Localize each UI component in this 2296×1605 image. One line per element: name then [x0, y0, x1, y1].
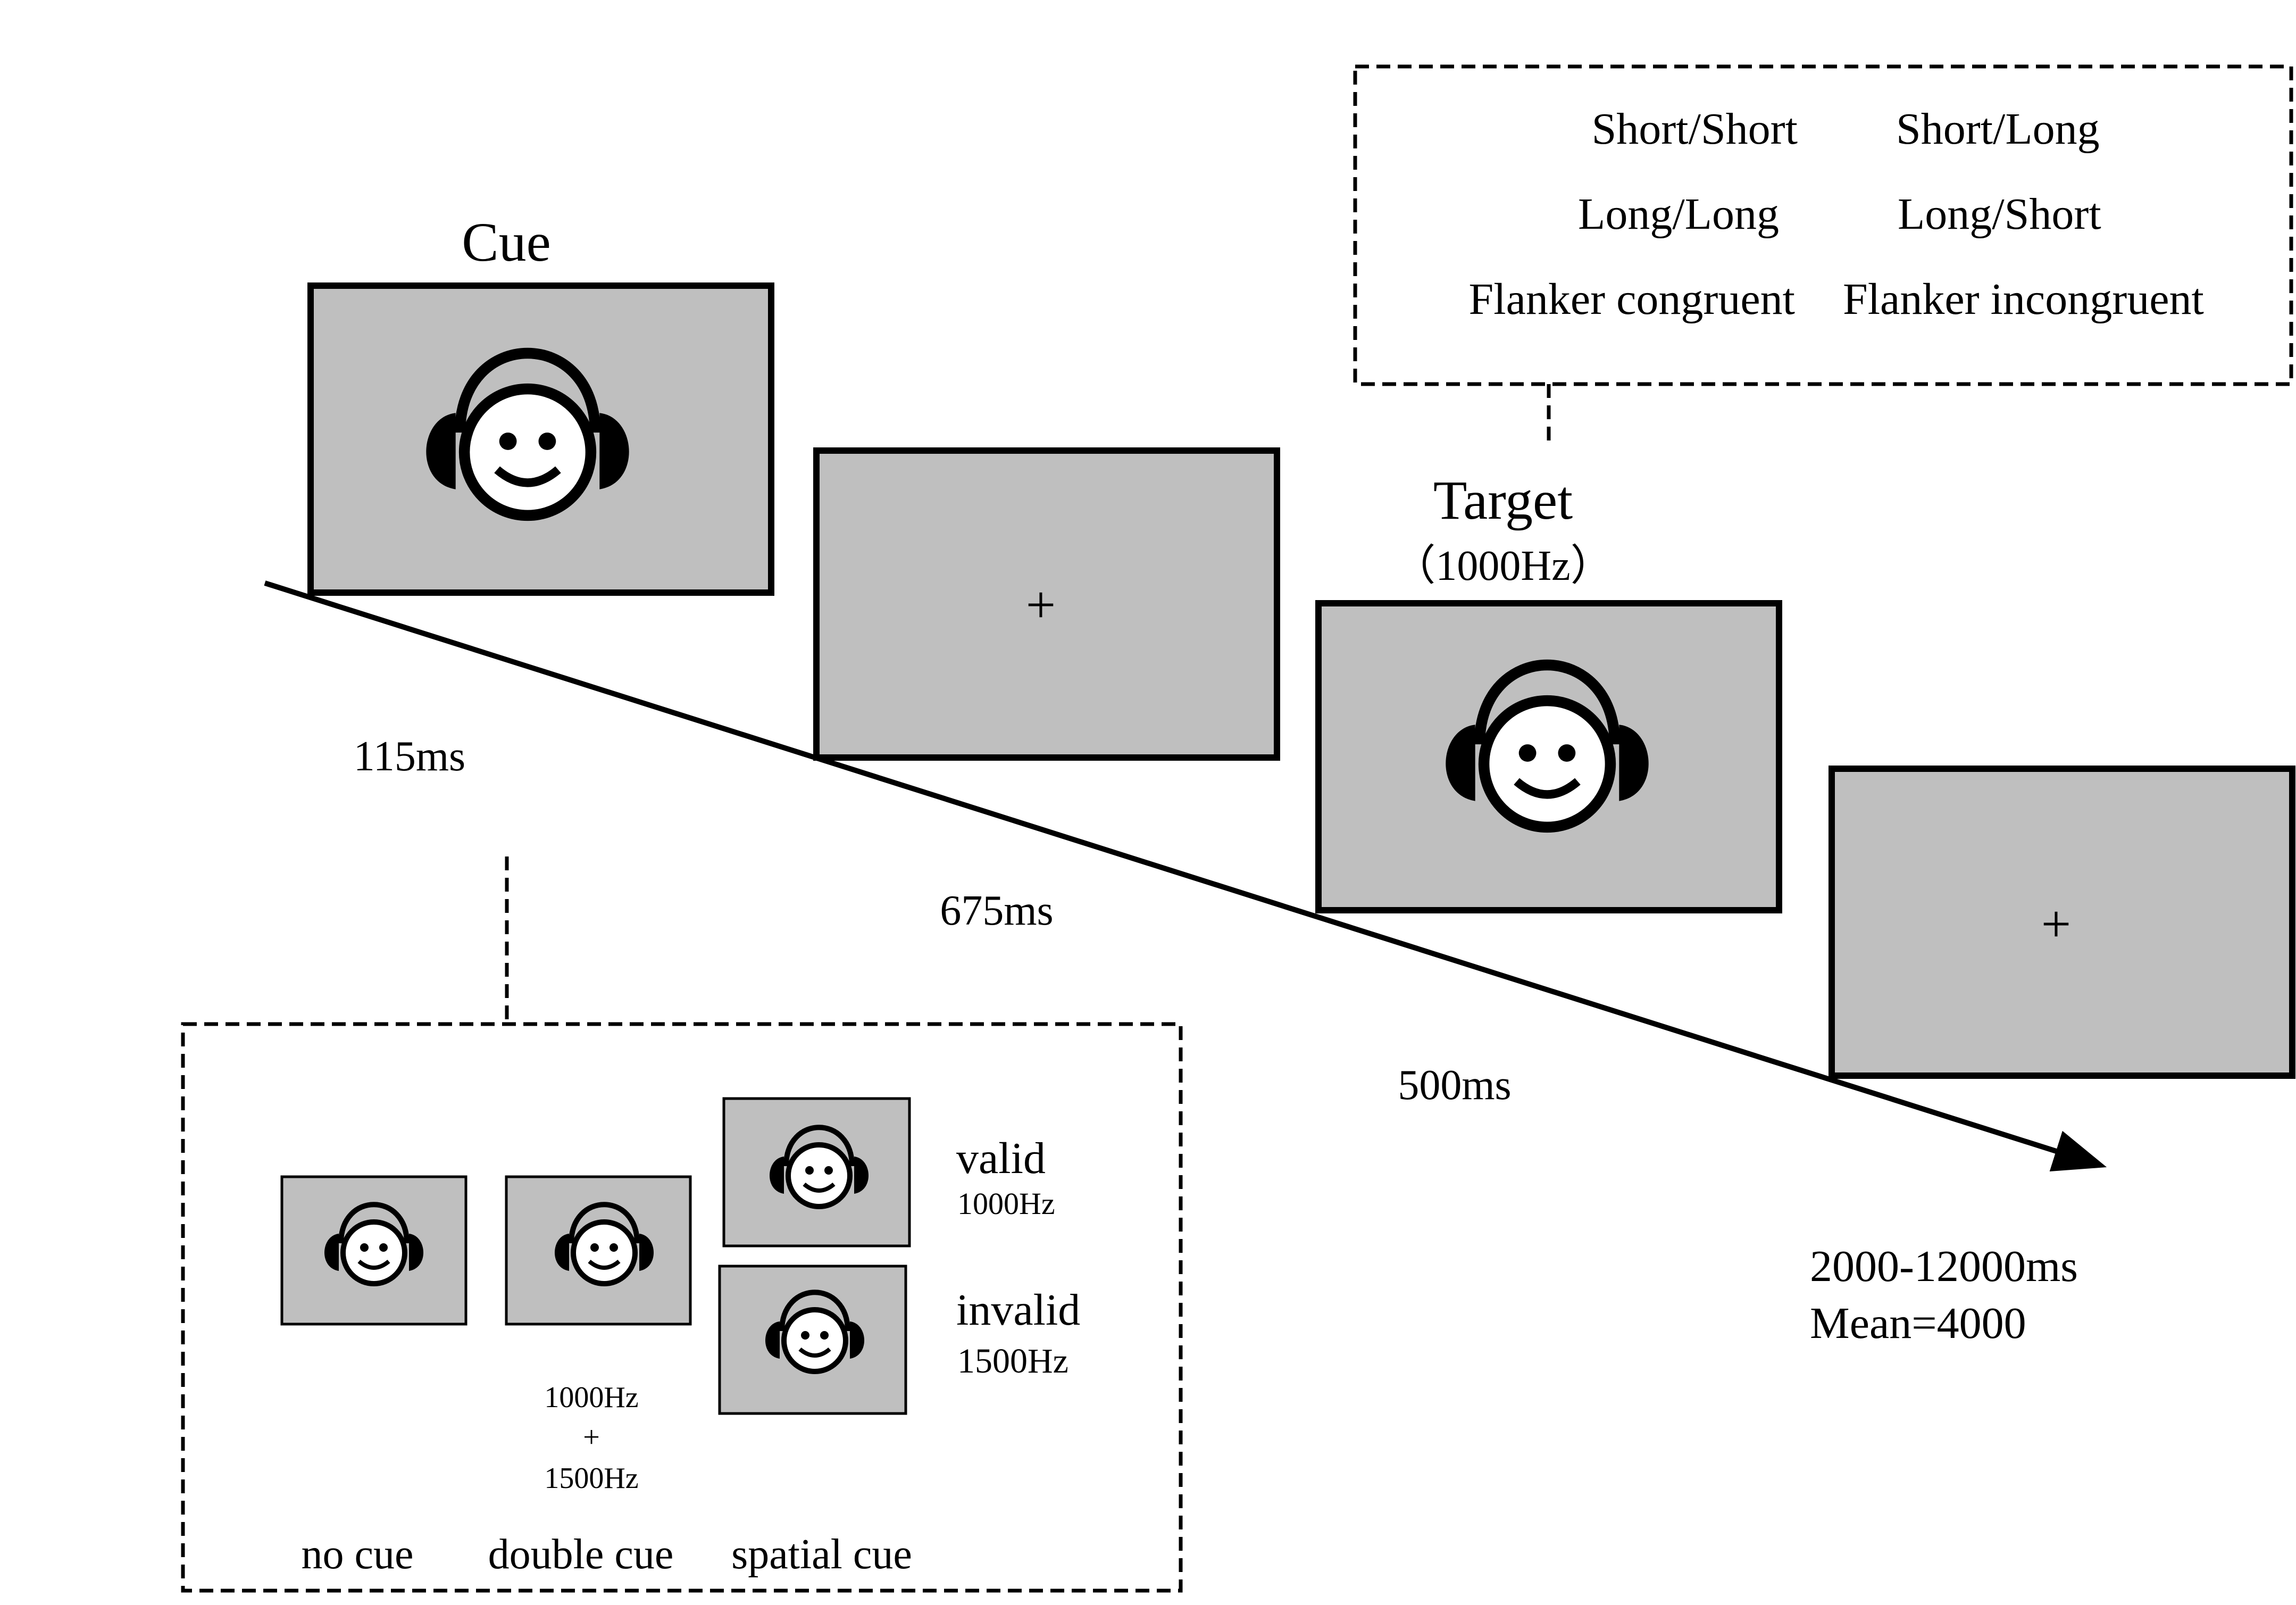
interval-duration: 675ms: [940, 887, 1053, 934]
double-cue-plus: +: [583, 1421, 600, 1454]
condition-short-long: Short/Long: [1896, 104, 2100, 154]
condition-long-long: Long/Long: [1578, 189, 1779, 239]
fixation-screen-1: [813, 447, 1280, 761]
invalid-tone: 1500Hz: [957, 1342, 1068, 1381]
fixation-cross-icon: +: [1026, 575, 1056, 634]
double-cue-label: double cue: [488, 1531, 674, 1578]
target-conditions-box: [1353, 64, 2293, 386]
condition-long-short: Long/Short: [1898, 189, 2101, 239]
fixation-screen-2: [1829, 766, 2295, 1079]
condition-flanker-congruent: Flanker congruent: [1469, 275, 1795, 324]
iti-range: 2000-12000ms: [1810, 1242, 2078, 1291]
cue-label: Cue: [462, 212, 551, 273]
target-tone: （1000Hz）: [1393, 543, 1613, 589]
valid-label: valid: [956, 1134, 1046, 1183]
invalid-label: invalid: [956, 1285, 1080, 1335]
iti-mean: Mean=4000: [1810, 1299, 2026, 1348]
target-label: Target: [1433, 470, 1573, 531]
valid-tone: 1000Hz: [957, 1186, 1055, 1221]
double-cue-tone-b: 1500Hz: [544, 1462, 638, 1495]
cue-duration: 115ms: [354, 733, 465, 780]
spatial-cue-label: spatial cue: [731, 1531, 912, 1578]
target-duration: 500ms: [1398, 1062, 1511, 1109]
fixation-cross-icon: +: [2041, 894, 2071, 953]
double-cue-tone-a: 1000Hz: [544, 1381, 638, 1414]
timeline-arrow: [264, 580, 2107, 1171]
condition-flanker-incongruent: Flanker incongruent: [1843, 275, 2204, 324]
cue-types-box: [181, 1022, 1183, 1593]
no-cue-screen: [280, 1175, 467, 1326]
no-cue-label: no cue: [301, 1531, 413, 1578]
condition-short-short: Short/Short: [1592, 104, 1798, 154]
